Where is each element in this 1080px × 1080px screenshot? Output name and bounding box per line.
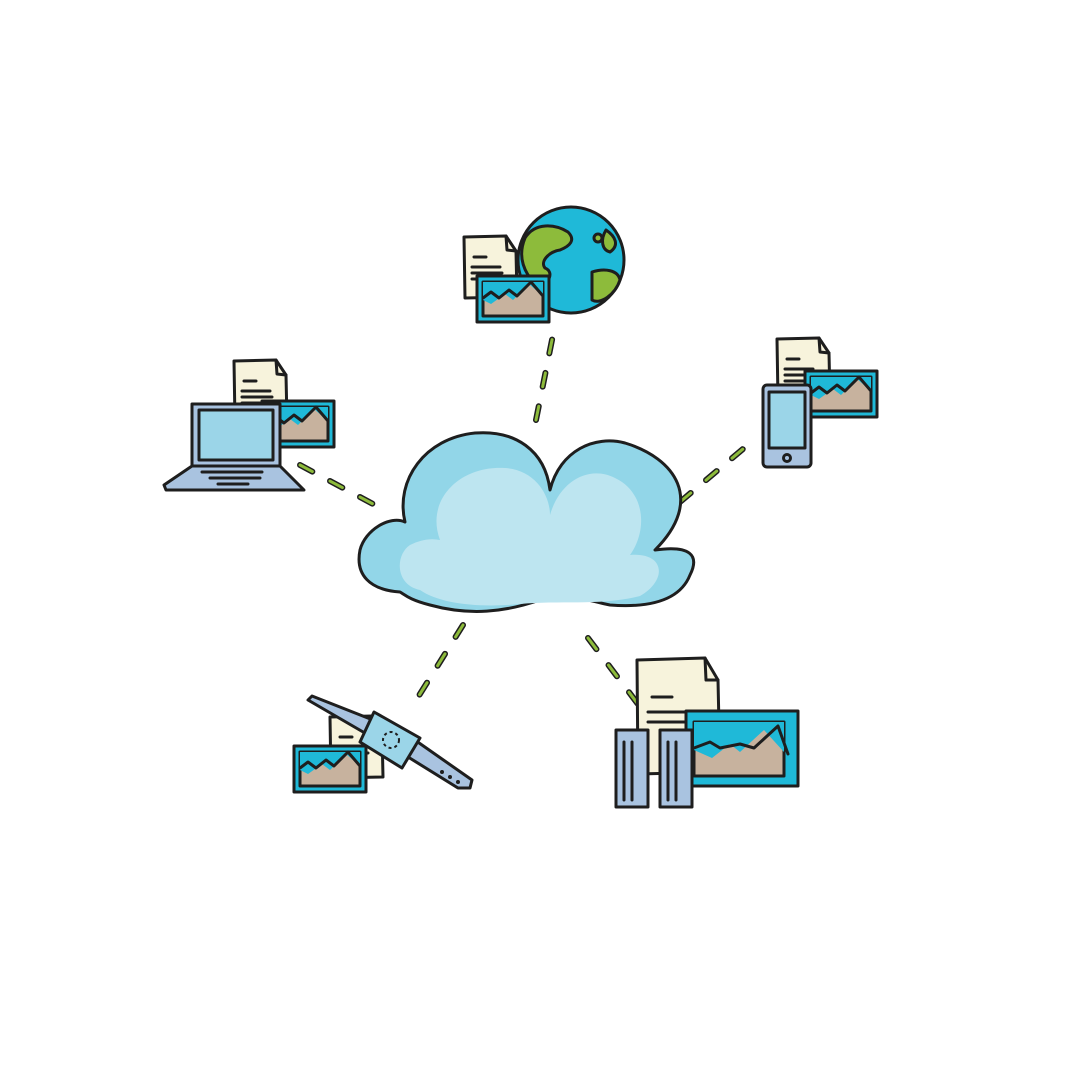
image-icon <box>292 744 368 794</box>
connector-laptop <box>297 462 391 515</box>
image-icon <box>803 369 879 419</box>
image-icon <box>475 274 551 324</box>
server-node <box>614 656 800 809</box>
smartwatch-node <box>292 694 474 794</box>
connector-smartwatch <box>407 622 466 713</box>
server-icon <box>614 728 694 809</box>
connector-globe <box>533 322 558 423</box>
globe-node <box>462 205 626 324</box>
image-icon <box>684 709 800 788</box>
smartwatch-icon <box>306 694 474 790</box>
laptop-node <box>162 358 336 492</box>
tablet-node <box>761 336 879 469</box>
connector-tablet <box>677 435 759 505</box>
tablet-icon <box>761 383 813 469</box>
cloud-icon <box>357 431 696 613</box>
laptop-icon <box>162 402 306 492</box>
